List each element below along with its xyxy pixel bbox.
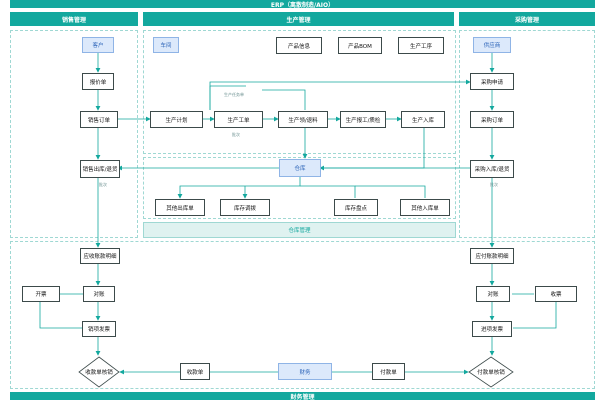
purchase-supplier-box[interactable]: 供应商 xyxy=(473,37,511,53)
section-production-header: 生产管理 xyxy=(143,12,454,26)
sales-outbound-box[interactable]: 销售出库/退货 xyxy=(80,160,120,178)
finance-zone xyxy=(10,241,595,389)
section-sales-header: 销售管理 xyxy=(10,12,138,26)
purchase-inbound-box[interactable]: 采购入库/退货 xyxy=(470,160,514,178)
sales-quote-box[interactable]: 报价单 xyxy=(82,73,114,90)
sales-reconcile-box[interactable]: 对账 xyxy=(83,286,115,302)
production-report-box[interactable]: 生产报工/质检 xyxy=(340,111,386,128)
production-plan-box[interactable]: 生产计划 xyxy=(150,111,203,128)
purchase-invoice-box[interactable]: 进项发票 xyxy=(472,321,512,337)
purchase-batch-label: 批次 xyxy=(490,182,498,187)
sales-receipt-verify-label: 收款单核销 xyxy=(85,370,113,376)
warehouse-stocktake-box[interactable]: 库存盘点 xyxy=(334,199,378,216)
sales-receipt-verify-diamond[interactable]: 收款单核销 xyxy=(78,356,120,388)
section-purchase-header: 采购管理 xyxy=(459,12,595,26)
production-product-info-box[interactable]: 产品信息 xyxy=(276,37,322,54)
production-zone xyxy=(143,30,456,154)
warehouse-other-out-box[interactable]: 其他出库单 xyxy=(155,199,205,216)
production-process-box[interactable]: 生产工序 xyxy=(398,37,444,54)
section-finance-header: 财务管理 xyxy=(10,392,595,401)
production-work-order-box[interactable]: 生产工单 xyxy=(214,111,263,128)
sales-receivable-box[interactable]: 应收账款明细 xyxy=(80,248,120,264)
purchase-invoice-in-box[interactable]: 收票 xyxy=(535,286,577,302)
warehouse-transfer-box[interactable]: 库存调拨 xyxy=(220,199,270,216)
sales-customer-box[interactable]: 客户 xyxy=(82,37,114,53)
page-title: ERP（离散制造/AIO） xyxy=(10,0,595,9)
purchase-request-box[interactable]: 采购申请 xyxy=(470,73,514,90)
production-inbound-box[interactable]: 生产入库 xyxy=(401,111,445,128)
purchase-payment-verify-diamond[interactable]: 付款单核销 xyxy=(468,356,514,388)
purchase-order-box[interactable]: 采购订单 xyxy=(470,111,514,128)
sales-zone xyxy=(10,30,138,238)
purchase-payment-verify-label: 付款单核销 xyxy=(477,370,505,376)
sales-batch-label: 批次 xyxy=(99,182,107,187)
warehouse-other-in-box[interactable]: 其他入库单 xyxy=(400,199,450,216)
production-picking-box[interactable]: 生产领/退料 xyxy=(278,111,328,128)
finance-center-box[interactable]: 财务 xyxy=(278,363,332,380)
warehouse-center-box[interactable]: 仓库 xyxy=(279,159,321,177)
purchase-zone xyxy=(459,30,595,238)
finance-receipt-box[interactable]: 收款单 xyxy=(180,363,210,380)
finance-payment-box[interactable]: 付款单 xyxy=(372,363,405,380)
production-batch-label: 批次 xyxy=(232,132,240,137)
production-workshop-tag[interactable]: 车间 xyxy=(153,37,179,53)
production-bom-box[interactable]: 产品BOM xyxy=(338,37,382,54)
warehouse-section-band: 仓库管理 xyxy=(143,222,456,238)
purchase-reconcile-box[interactable]: 对账 xyxy=(476,286,510,302)
sales-order-box[interactable]: 销售订单 xyxy=(80,111,118,128)
sales-invoice-box[interactable]: 销项发票 xyxy=(82,321,116,337)
warehouse-zone xyxy=(143,157,456,219)
production-task-label: 生产任务单 xyxy=(224,92,244,97)
sales-invoice-out-box[interactable]: 开票 xyxy=(22,286,60,302)
purchase-payable-box[interactable]: 应付账款明细 xyxy=(470,248,514,264)
